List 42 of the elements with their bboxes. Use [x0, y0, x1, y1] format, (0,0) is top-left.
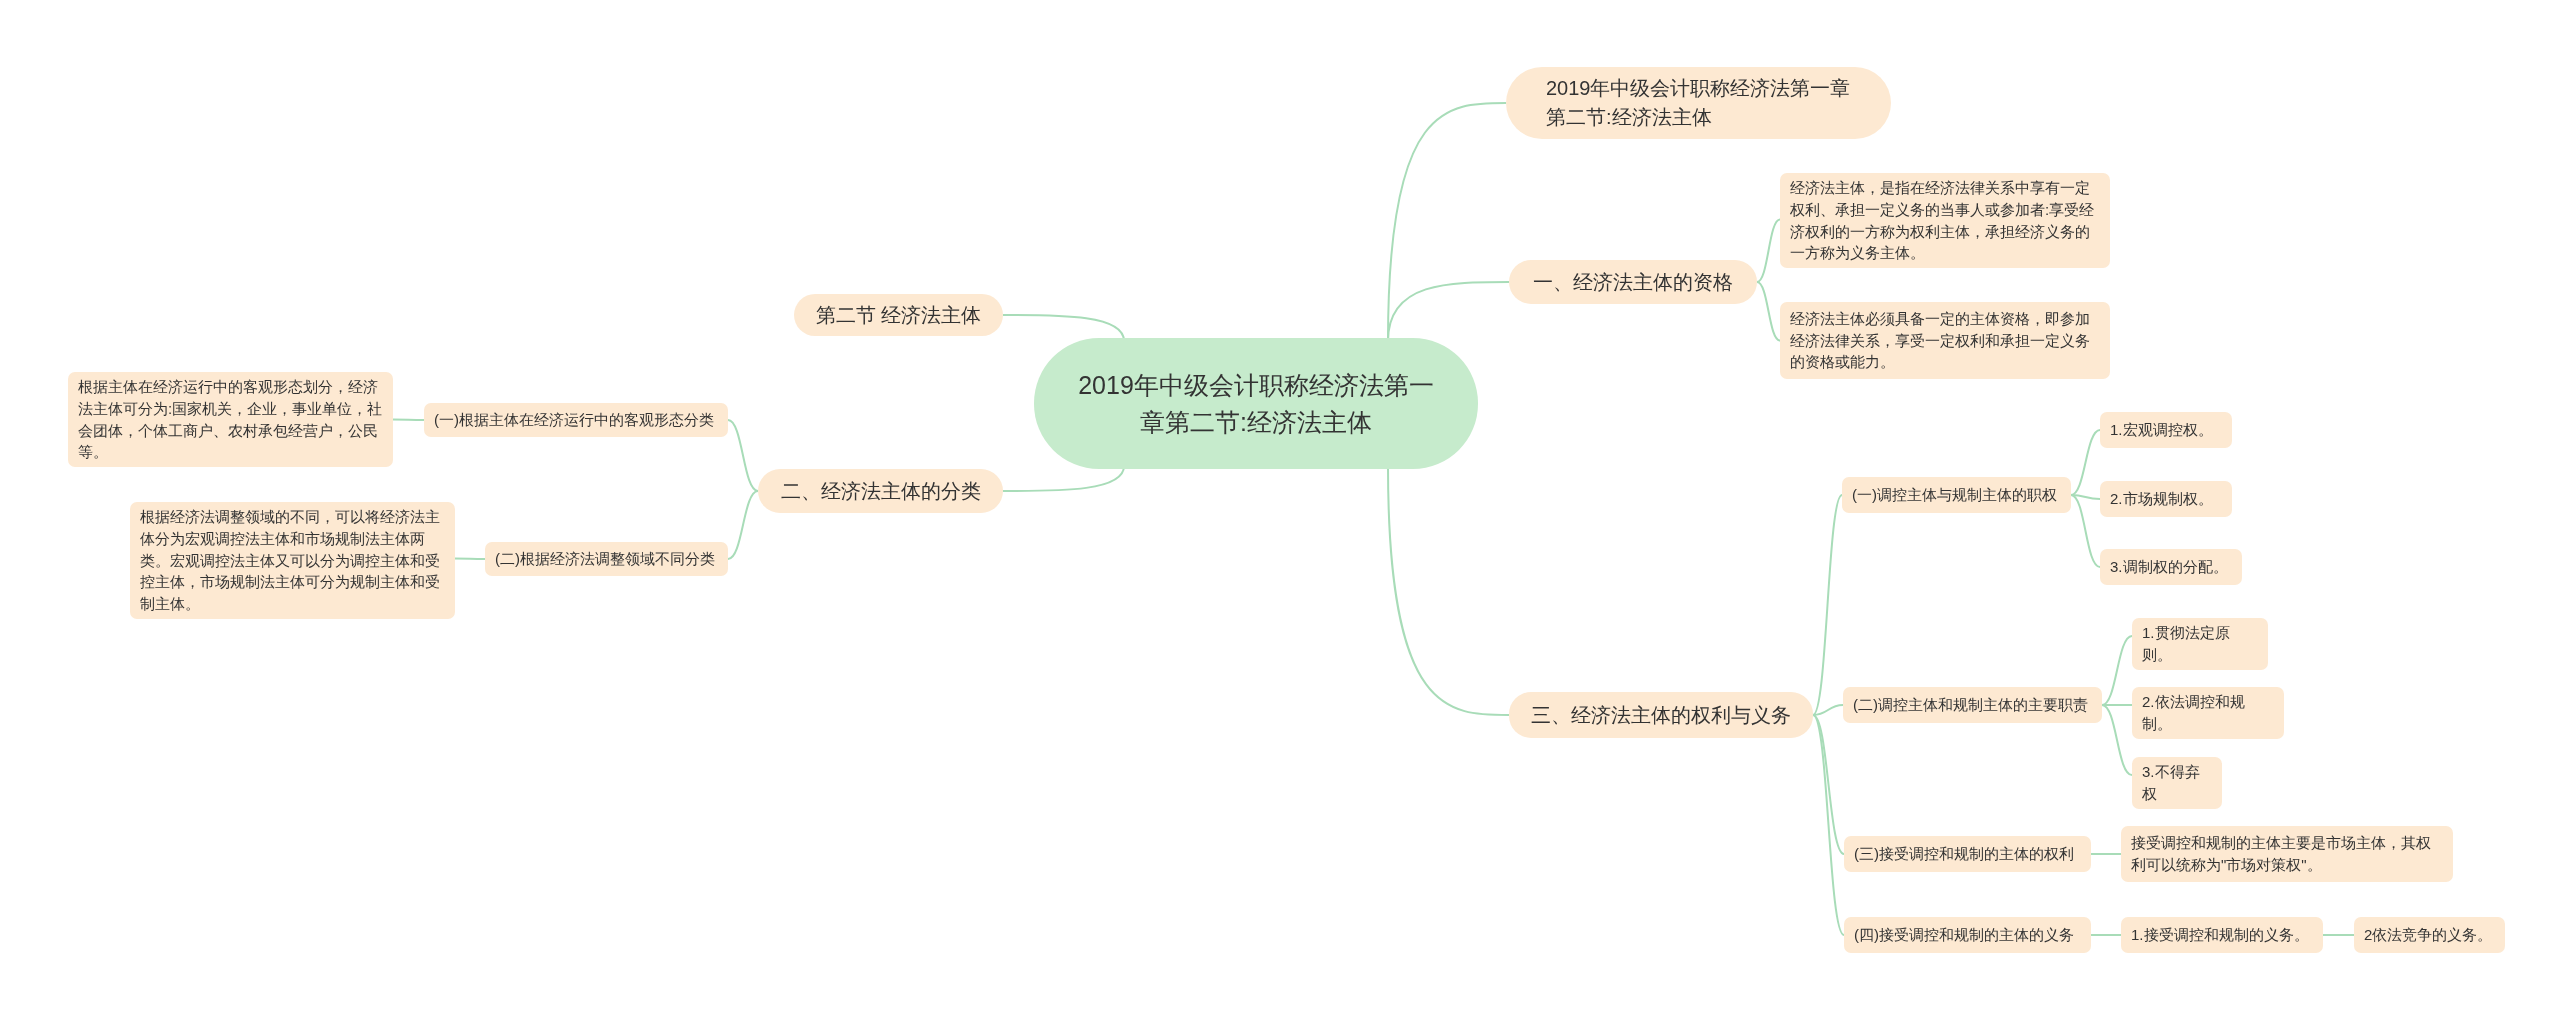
subtopic-box: 接受调控和规制的主体主要是市场主体，其权利可以统称为"市场对策权"。: [2121, 826, 2453, 882]
connector-line: [2322, 934, 2355, 936]
connector-line: [1812, 714, 1845, 855]
connector-line: [2101, 635, 2133, 706]
subtopic-box: 经济法主体，是指在经济法律关系中享有一定权利、承担一定义务的当事人或参加者:享受经济权利的一方称为权利主体，承担经济义务的一方称为义务主体。: [1780, 173, 2110, 268]
subtopic-box: 3.调制权的分配。: [2100, 549, 2242, 585]
central-topic: 2019年中级会计职称经济法第一章第二节:经济法主体: [1034, 338, 1478, 469]
subtopic-box: (一)调控主体与规制主体的职权: [1842, 477, 2071, 513]
subtopic-box: 2.依法调控和规制。: [2132, 687, 2284, 739]
subtopic-box: (二)根据经济法调整领域不同分类: [485, 542, 728, 576]
connector-line: [1756, 218, 1781, 283]
connector-line: [1812, 714, 1845, 936]
connector-line: [2090, 934, 2122, 936]
connector-line: [2090, 853, 2122, 855]
topic-box: 二、经济法主体的分类: [758, 469, 1003, 513]
subtopic-box: 1.接受调控和规制的义务。: [2121, 917, 2323, 953]
subtopic-box: 根据主体在经济运行中的客观形态划分，经济法主体可分为:国家机关，企业，事业单位，社会团体，个体工商户、农村承包经营户，公民等。: [68, 372, 393, 467]
connector-line: [727, 419, 759, 492]
connector-line: [1812, 494, 1843, 716]
subtopic-box: 根据经济法调整领域的不同，可以将经济法主体分为宏观调控法主体和市场规制法主体两类。宏观调控法主体又可以分为调控主体和受控主体，市场规制法主体可分为规制主体和受制主体。: [130, 502, 455, 619]
topic-box: 2019年中级会计职称经济法第一章第二节:经济法主体: [1506, 67, 1891, 139]
connector-line: [2101, 704, 2133, 776]
connector-line: [2070, 494, 2101, 568]
subtopic-box: (四)接受调控和规制的主体的义务: [1844, 917, 2091, 953]
subtopic-box: (二)调控主体和规制主体的主要职责: [1843, 687, 2102, 723]
subtopic-box: (三)接受调控和规制的主体的权利: [1844, 836, 2091, 872]
connector-line: [1812, 704, 1844, 716]
connector-line: [2070, 429, 2101, 496]
connector-line: [392, 418, 425, 421]
subtopic-box: 1.宏观调控权。: [2100, 412, 2232, 448]
subtopic-box: 2依法竞争的义务。: [2354, 917, 2505, 953]
subtopic-box: 经济法主体必须具备一定的主体资格，即参加经济法律关系，享受一定权利和承担一定义务的资格或能力。: [1780, 302, 2110, 379]
connector-line: [727, 490, 759, 560]
connector-line: [454, 557, 486, 560]
subtopic-box: (一)根据主体在经济运行中的客观形态分类: [424, 403, 728, 437]
subtopic-box: 3.不得弃权: [2132, 757, 2222, 809]
connector-line: [1756, 281, 1781, 342]
topic-box: 一、经济法主体的资格: [1509, 260, 1757, 304]
subtopic-box: 2.市场规制权。: [2100, 481, 2232, 517]
subtopic-box: 1.贯彻法定原则。: [2132, 618, 2268, 670]
topic-box: 三、经济法主体的权利与义务: [1509, 692, 1813, 738]
topic-box: 第二节 经济法主体: [794, 294, 1003, 336]
